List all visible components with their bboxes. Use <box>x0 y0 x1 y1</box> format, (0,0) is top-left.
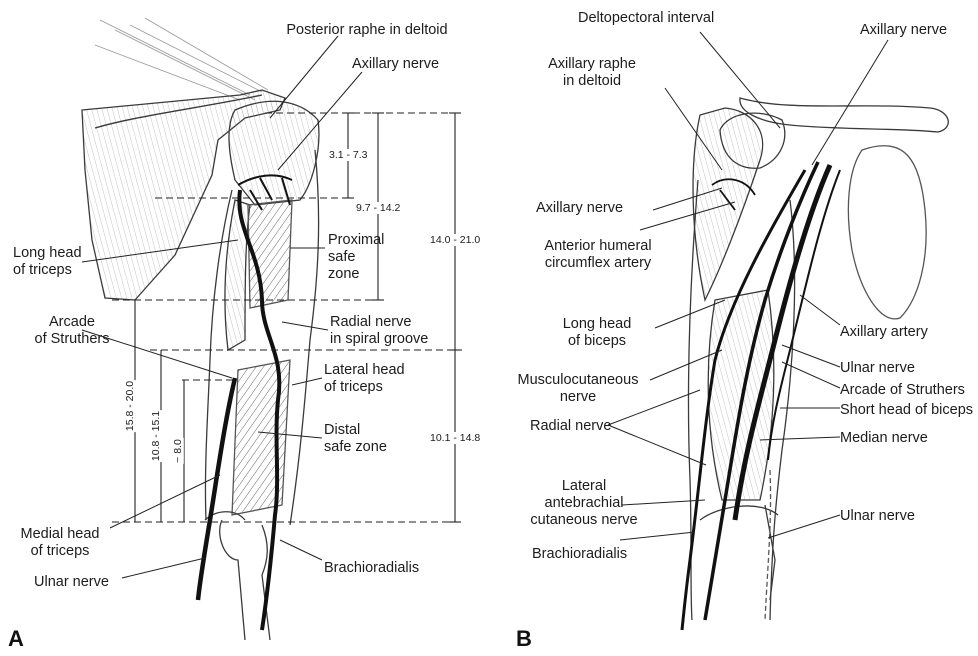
panel-letter-a: A <box>8 626 24 652</box>
label-proximal-safe-zone: Proximal safe zone <box>328 232 384 283</box>
measure-10.8-15.1: 10.8 - 15.1 <box>150 410 162 462</box>
label-deltopectoral-interval: Deltopectoral interval <box>578 10 714 27</box>
label-ulnar-nerve-2: Ulnar nerve <box>840 508 915 525</box>
label-axillary-nerve: Axillary nerve <box>352 56 439 73</box>
label-anterior-humeral: Anterior humeral circumflex artery <box>528 238 668 272</box>
arm-outline-right-b <box>770 200 795 620</box>
ulnar-nerve <box>198 378 235 600</box>
label-axillary-artery: Axillary artery <box>840 324 928 341</box>
label-posterior-raphe: Posterior raphe in deltoid <box>272 22 462 39</box>
label-lateral-head-triceps: Lateral head of triceps <box>324 362 405 396</box>
label-median-nerve: Median nerve <box>840 430 928 447</box>
measure-3.1-7.3: 3.1 - 7.3 <box>328 149 369 161</box>
label-axillary-nerve-left: Axillary nerve <box>536 200 623 217</box>
label-medial-head-triceps: Medial head of triceps <box>10 526 110 560</box>
arm-outline-right <box>290 150 319 525</box>
biceps-body <box>708 290 774 500</box>
trapezius-fibers <box>95 18 268 100</box>
label-ulnar-nerve: Ulnar nerve <box>34 574 109 591</box>
deltoid <box>229 101 319 205</box>
label-axillary-nerve-top: Axillary nerve <box>860 22 947 39</box>
panel-letter-b: B <box>516 626 532 652</box>
label-long-head-biceps: Long head of biceps <box>550 316 644 350</box>
label-long-head-triceps: Long head of triceps <box>13 245 82 279</box>
scapula-b <box>848 146 926 319</box>
label-axillary-raphe: Axillary raphe in deltoid <box>532 56 652 90</box>
label-arcade-struthers-b: Arcade of Struthers <box>840 382 965 399</box>
measure-9.7-14.2: 9.7 - 14.2 <box>355 202 401 214</box>
label-brachioradialis: Brachioradialis <box>324 560 419 577</box>
label-arcade-struthers: Arcade of Struthers <box>17 314 127 348</box>
label-musculocutaneous: Musculocutaneous nerve <box>505 372 651 406</box>
label-radial-nerve-b: Radial nerve <box>530 418 611 435</box>
measure-8.0: ~ 8.0 <box>172 438 184 464</box>
label-ulnar-nerve-1: Ulnar nerve <box>840 360 915 377</box>
label-radial-nerve-spiral: Radial nerve in spiral groove <box>330 314 428 348</box>
long-head-triceps <box>225 200 250 350</box>
label-distal-safe-zone: Distal safe zone <box>324 422 387 456</box>
label-lateral-antebrachial: Lateral antebrachial cutaneous nerve <box>530 478 638 529</box>
measure-14.0-21.0: 14.0 - 21.0 <box>429 234 481 246</box>
elbow-bones <box>205 512 270 640</box>
measure-15.8-20.0: 15.8 - 20.0 <box>124 380 136 432</box>
measure-10.1-14.8: 10.1 - 14.8 <box>429 432 481 444</box>
label-short-head-biceps: Short head of biceps <box>840 402 973 419</box>
label-brachioradialis-b: Brachioradialis <box>532 546 627 563</box>
